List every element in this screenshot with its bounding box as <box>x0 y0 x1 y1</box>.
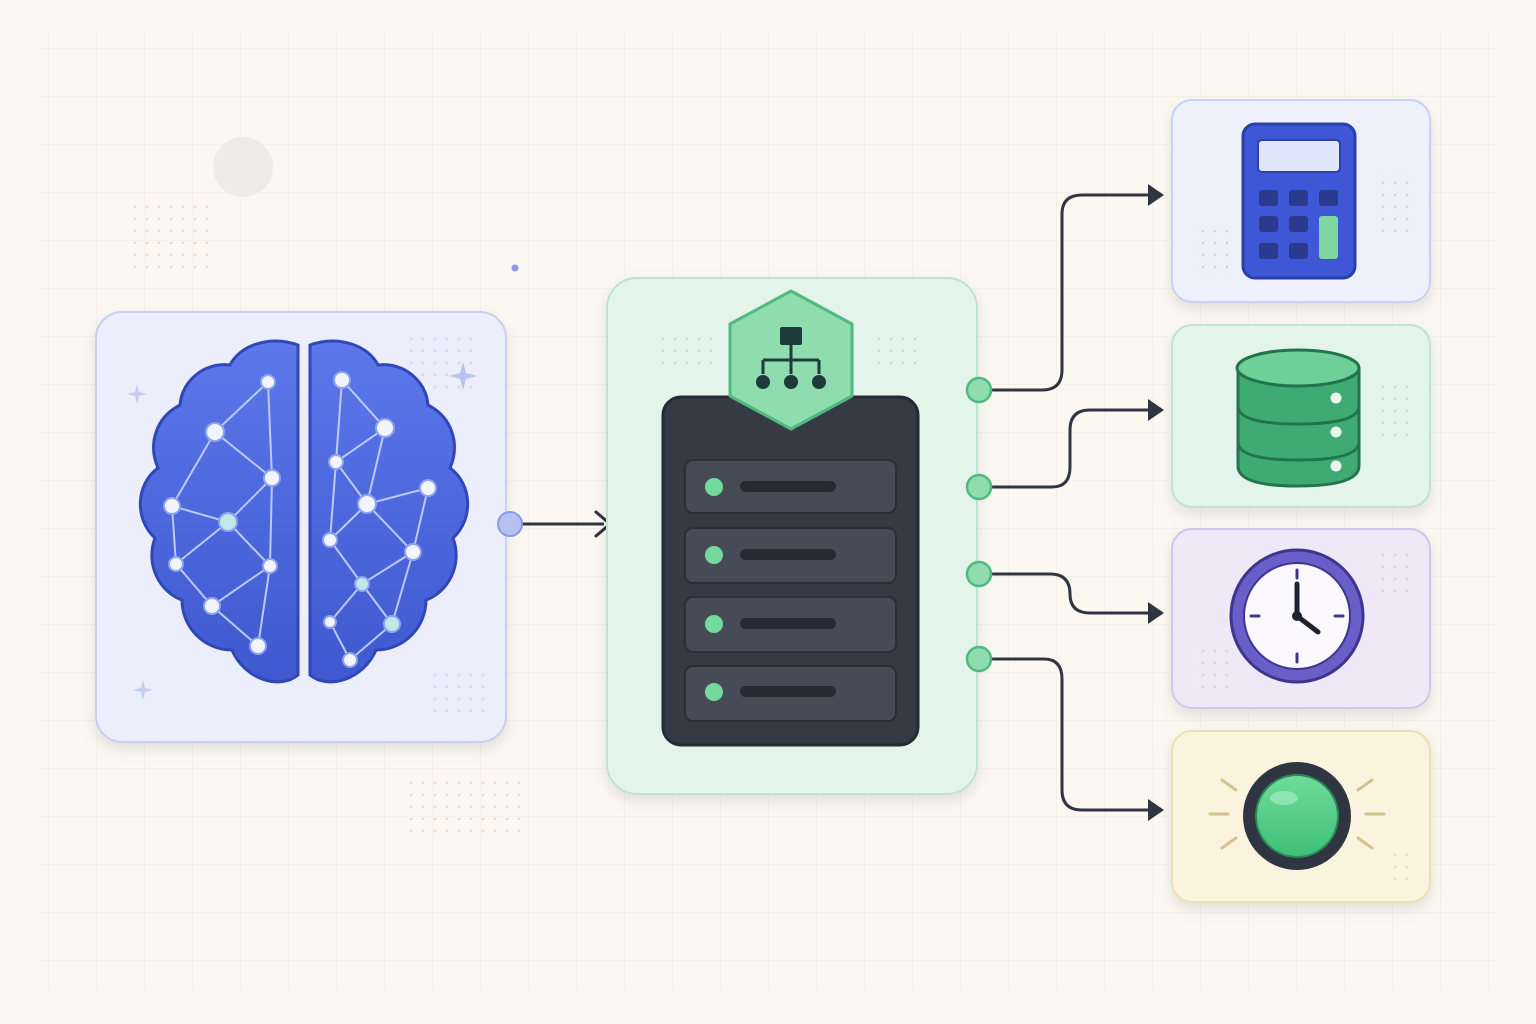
calculator-icon <box>1241 122 1357 280</box>
brain-network-icon <box>138 339 470 684</box>
server-rack-icon <box>661 395 920 747</box>
button-node[interactable] <box>1171 730 1431 903</box>
server-slot <box>684 459 897 514</box>
sparkle-icon <box>127 384 147 404</box>
database-node[interactable] <box>1171 324 1431 508</box>
sparkle-icon <box>449 362 477 390</box>
connector-port[interactable] <box>965 645 993 673</box>
clock-node[interactable] <box>1171 528 1431 709</box>
decorative-dots <box>124 200 214 272</box>
server-slot <box>684 665 897 722</box>
decorative-dots <box>400 780 520 840</box>
server-slot <box>684 527 897 584</box>
calculator-node[interactable] <box>1171 99 1431 303</box>
decorative-circle <box>213 137 273 197</box>
clock-icon <box>1229 548 1365 684</box>
edge-server-clock <box>990 572 1152 615</box>
edge-server-database <box>990 408 1152 489</box>
hierarchy-icon <box>728 289 854 431</box>
sparkle-icon <box>133 680 153 700</box>
database-icon <box>1235 348 1361 488</box>
edge-server-button <box>990 657 1152 812</box>
connector-port[interactable] <box>497 511 523 537</box>
connector-port[interactable] <box>965 560 993 588</box>
connector-port[interactable] <box>965 473 993 501</box>
edge-server-calculator <box>990 193 1152 392</box>
server-node[interactable] <box>606 277 978 795</box>
connector-port[interactable] <box>965 376 993 404</box>
brain-node[interactable] <box>95 311 507 743</box>
server-slot <box>684 596 897 653</box>
power-button-icon <box>1208 762 1386 870</box>
